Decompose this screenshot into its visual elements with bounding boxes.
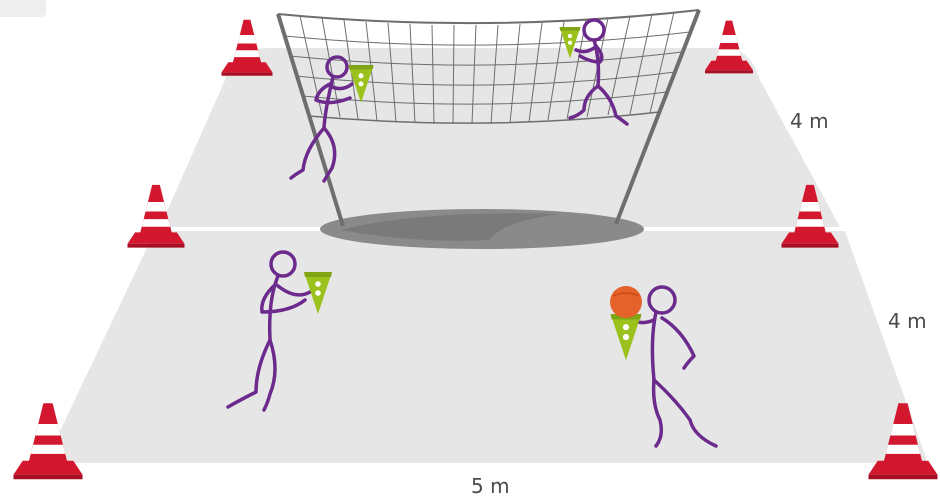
traffic-cone-icon	[221, 19, 273, 76]
traffic-cone-icon	[705, 20, 753, 74]
corner-tab	[0, 0, 46, 17]
ball-icon	[610, 286, 642, 318]
front-half-depth-label: 4 m	[888, 309, 927, 333]
back-half-depth-label: 4 m	[790, 109, 829, 133]
stick-figure-player-icon	[568, 18, 629, 126]
width-label: 5 m	[471, 474, 510, 498]
court-front-half	[48, 231, 927, 463]
stick-figure-player-icon	[226, 250, 312, 412]
stick-figure-player-icon	[628, 285, 718, 448]
stick-figure-player-icon	[289, 55, 354, 183]
